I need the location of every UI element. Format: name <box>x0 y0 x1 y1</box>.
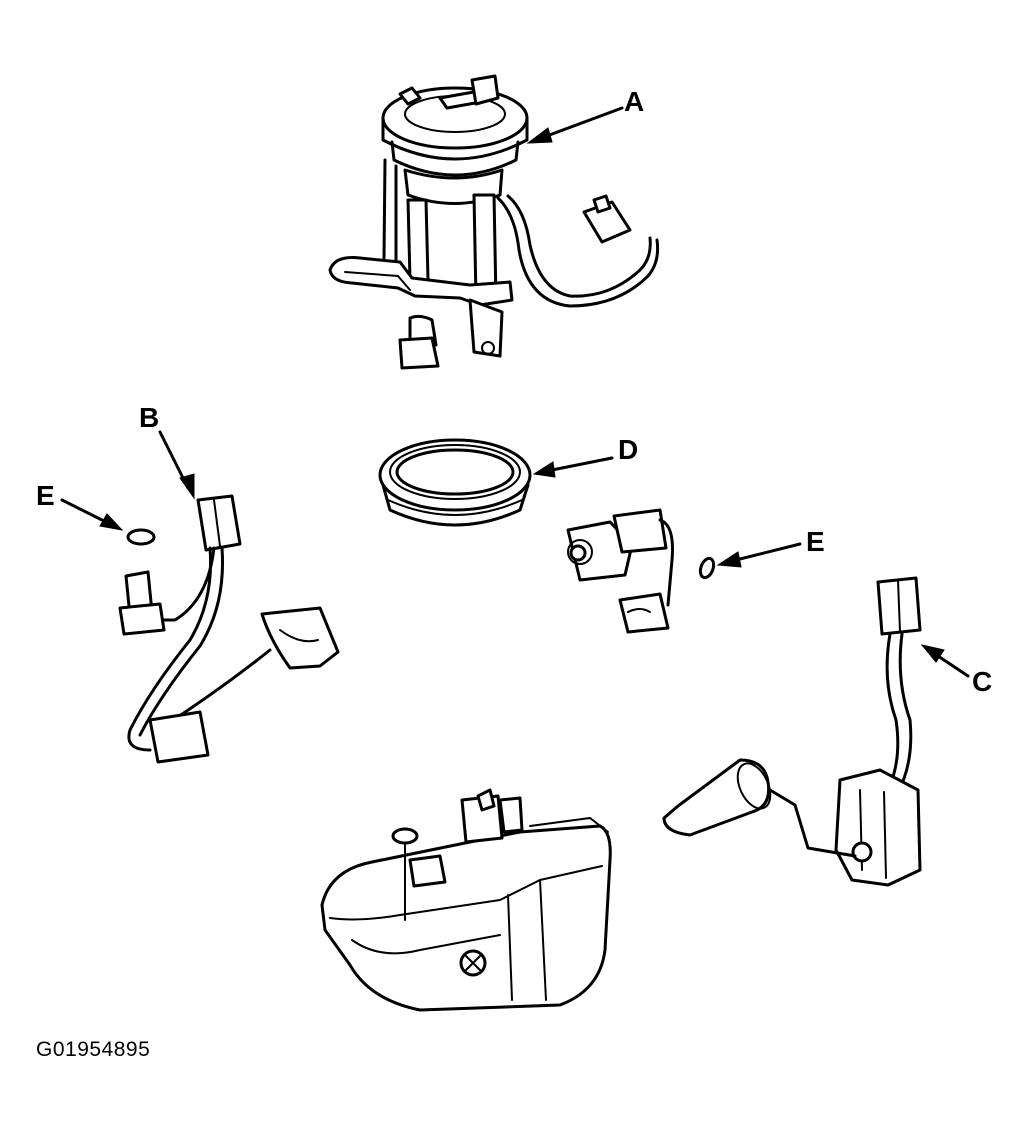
callout-label-c: C <box>972 666 993 697</box>
seal-ring <box>378 438 614 527</box>
callout-label-d: D <box>618 434 639 465</box>
pump-wire-harness <box>60 430 340 764</box>
callout-label-e-right: E <box>806 526 825 557</box>
housing-o-ring <box>391 827 419 845</box>
figure-code: G01954895 <box>36 1038 151 1061</box>
o-ring-left <box>126 528 156 546</box>
callout-label-b: B <box>139 402 160 433</box>
callout-label-e-left: E <box>36 480 55 511</box>
callout-label-a: A <box>624 86 645 117</box>
o-ring-right <box>698 556 716 580</box>
fuel-reservoir-housing <box>320 788 612 1012</box>
pressure-valve <box>566 508 802 634</box>
fuel-level-sender <box>662 576 970 887</box>
fuel-pump-module <box>328 74 660 370</box>
